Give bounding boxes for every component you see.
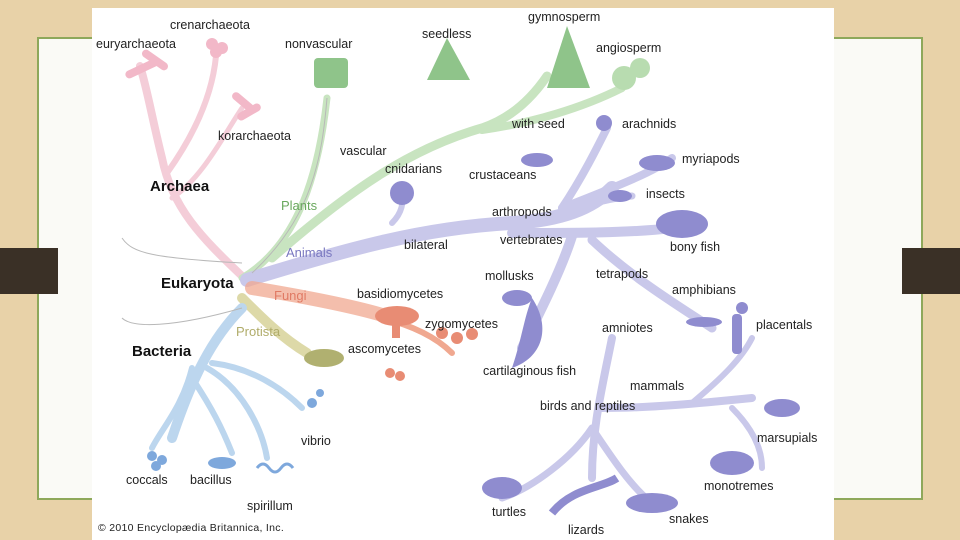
archaea-branches [136, 53, 246, 280]
label-spirillum: spirillum [247, 499, 293, 513]
label-tetrapods: tetrapods [596, 267, 649, 281]
archaea-cells-icon [125, 38, 261, 121]
label-coccals: coccals [126, 473, 168, 487]
label-basidiomycetes: basidiomycetes [357, 287, 444, 301]
label-mammals: mammals [630, 379, 685, 393]
label-arthropods: arthropods [492, 205, 552, 219]
copyright-notice: © 2010 Encyclopædia Britannica, Inc. [98, 522, 285, 534]
label-myriapods: myriapods [682, 152, 740, 166]
label-korarchaeota: korarchaeota [218, 129, 291, 143]
fungi-icons [375, 306, 478, 381]
right-slide-tab [902, 248, 960, 294]
kingdom-animals: Animals [286, 245, 333, 260]
label-vascular: vascular [340, 144, 387, 158]
label-vibrio: vibrio [301, 434, 331, 448]
label-marsupials: marsupials [757, 431, 818, 445]
label-ascomycetes: ascomycetes [348, 342, 421, 356]
tree-of-life-figure: Archaea Eukaryota Bacteria Plants Animal… [92, 8, 834, 540]
label-euryarchaeota: euryarchaeota [96, 37, 176, 51]
tree-branches [121, 26, 800, 516]
kingdom-plants: Plants [281, 198, 318, 213]
label-snakes: snakes [669, 512, 709, 526]
label-insects: insects [646, 187, 685, 201]
label-crustaceans: crustaceans [469, 168, 537, 182]
protist-icon [304, 349, 344, 367]
label-monotremes: monotremes [704, 479, 774, 493]
kingdom-fungi: Fungi [274, 288, 307, 303]
label-bilateral: bilateral [404, 238, 448, 252]
label-bony-fish: bony fish [670, 240, 721, 254]
group-archaea: Archaea [150, 178, 210, 195]
label-angiosperm: angiosperm [596, 41, 662, 55]
label-mollusks: mollusks [485, 269, 534, 283]
left-slide-tab [0, 248, 58, 294]
label-amphibians: amphibians [672, 283, 736, 297]
bacteria-branches [149, 303, 305, 461]
label-crenarchaeota: crenarchaeota [170, 18, 250, 32]
protista-branches [237, 293, 312, 358]
group-eukaryota: Eukaryota [161, 275, 234, 292]
label-arachnids: arachnids [622, 117, 677, 131]
animal-icons [390, 115, 800, 516]
label-turtles: turtles [492, 505, 527, 519]
label-vertebrates: vertebrates [500, 233, 563, 247]
label-gymnosperm: gymnosperm [528, 10, 601, 24]
leader-lines [121, 97, 328, 326]
label-amniotes: amniotes [602, 321, 653, 335]
label-bacillus: bacillus [190, 473, 232, 487]
organism-silhouettes [125, 26, 800, 516]
label-lizards: lizards [568, 523, 605, 537]
label-zygomycetes: zygomycetes [425, 317, 498, 331]
group-bacteria: Bacteria [132, 343, 192, 360]
label-nonvascular: nonvascular [285, 37, 353, 51]
label-cartilaginous-fish: cartilaginous fish [483, 364, 577, 378]
kingdom-protista: Protista [236, 324, 281, 339]
label-cnidarians: cnidarians [385, 162, 442, 176]
bacteria-icons [147, 389, 324, 474]
plant-icons [314, 26, 650, 90]
label-with-seed: with seed [512, 117, 565, 131]
label-birds-and-reptiles: birds and reptiles [540, 399, 636, 413]
label-placentals: placentals [756, 318, 813, 332]
label-seedless: seedless [422, 27, 472, 41]
